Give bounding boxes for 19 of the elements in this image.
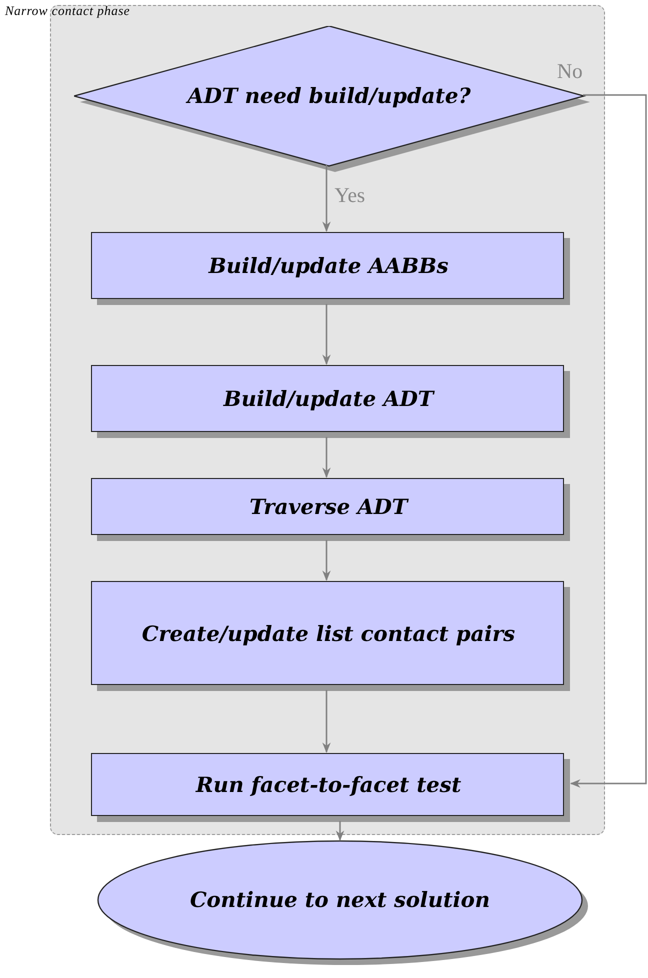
arrow xyxy=(322,540,331,582)
arrow xyxy=(322,165,331,232)
group-heading: Narrow contact phase xyxy=(5,3,130,19)
node-label: Create/update list contact pairs xyxy=(142,620,516,648)
edge-label: Yes xyxy=(334,185,366,206)
arrow xyxy=(322,690,331,754)
node-label: ADT need build/update? xyxy=(187,82,471,110)
decision-diamond xyxy=(74,26,590,172)
node-label: Build/update ADT xyxy=(223,385,434,414)
arrow xyxy=(322,304,331,366)
arrow xyxy=(336,821,344,842)
edge-label: No xyxy=(557,61,583,82)
node-label: Traverse ADT xyxy=(249,493,408,522)
node-label: Build/update AABBs xyxy=(208,252,448,280)
terminal-ellipse xyxy=(97,840,589,966)
node-label: Run facet-to-facet test xyxy=(196,771,462,800)
node-label: Continue to next solution xyxy=(190,886,490,914)
arrow xyxy=(322,437,331,478)
arrow xyxy=(570,94,647,788)
